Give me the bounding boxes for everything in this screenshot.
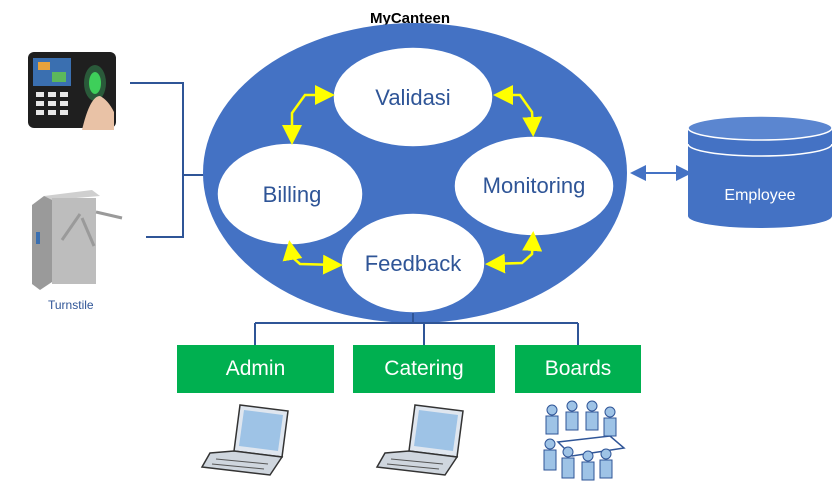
module-arrows — [282, 85, 543, 275]
monitoring-label: Monitoring — [483, 173, 586, 198]
arrow-validasi-monitoring — [493, 85, 543, 137]
role-catering: Catering — [353, 345, 495, 393]
turnstile-icon — [32, 190, 123, 290]
diagram-title: MyCanteen — [369, 10, 451, 27]
arrow-validasi-billing — [282, 85, 335, 145]
feedback-label: Feedback — [365, 251, 463, 276]
device-connectors — [130, 82, 207, 238]
role-connectors — [254, 313, 579, 345]
arrow-billing-feedback — [282, 240, 343, 275]
database-label: Employee — [724, 187, 795, 204]
meeting-icon — [543, 400, 626, 481]
role-admin: Admin — [177, 345, 334, 393]
validasi-label: Validasi — [375, 85, 450, 110]
role-boards: Boards — [515, 345, 641, 393]
arrow-monitoring-feedback — [485, 231, 543, 274]
turnstile-label: Turnstile — [48, 298, 94, 312]
fingerprint-terminal-icon — [28, 52, 116, 130]
laptop-icon — [375, 404, 464, 476]
billing-label: Billing — [263, 182, 322, 207]
laptop-icon — [200, 404, 289, 476]
database-icon — [687, 115, 833, 228]
